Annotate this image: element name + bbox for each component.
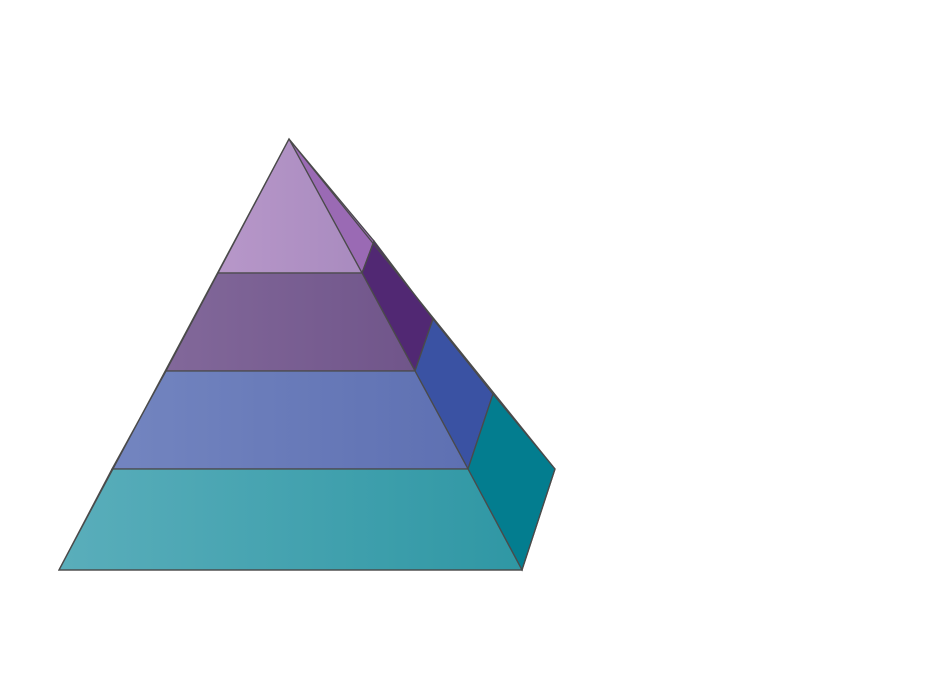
pyramid-tier-4-front-face bbox=[57, 468, 524, 571]
pyramid-tier-3-front-face bbox=[110, 370, 470, 470]
pyramid-outline bbox=[57, 137, 556, 571]
pyramid-tier-2 bbox=[164, 239, 434, 373]
pyramid-tier-1 bbox=[216, 137, 375, 275]
pyramid-tier-3 bbox=[110, 317, 494, 471]
